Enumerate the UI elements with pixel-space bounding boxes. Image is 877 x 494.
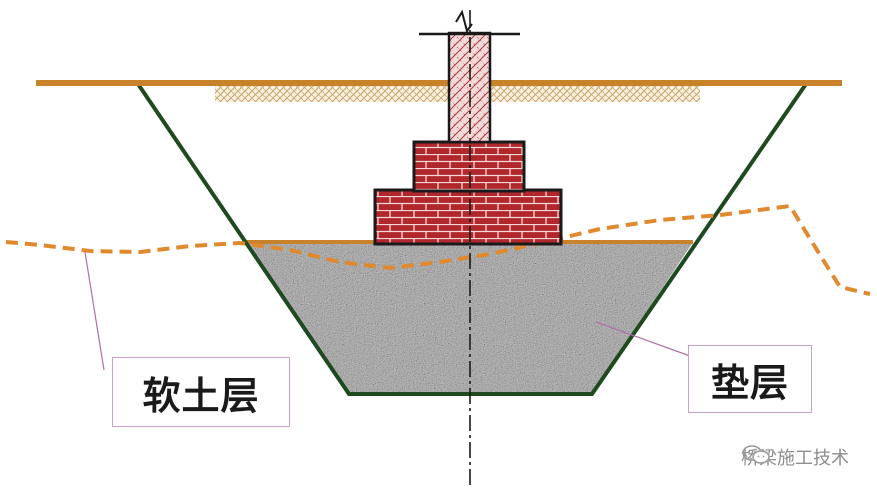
soft-soil-leader-line [84,251,105,371]
soft-soil-label: 软土层 [112,357,290,427]
break-symbol-icon [455,9,473,34]
watermark: 桥梁施工技术 [741,444,849,470]
cushion-leader-line [595,321,691,357]
wechat-icon [742,445,770,464]
cushion-label: 垫层 [688,345,812,413]
footing-upper-step [412,140,526,193]
soft-soil-boundary [5,203,871,296]
footing-lower-step [373,188,563,246]
